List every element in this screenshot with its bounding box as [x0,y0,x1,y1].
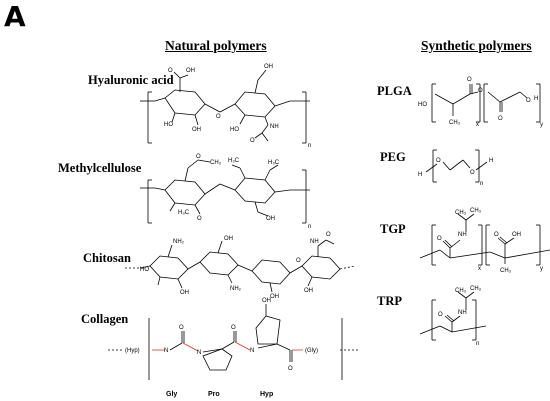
svg-text:OH: OH [192,127,201,133]
svg-text:HO: HO [164,122,173,128]
svg-text:N: N [250,348,254,354]
panel-letter: A [4,0,26,33]
svg-text:NH: NH [270,124,279,130]
svg-text:HO: HO [140,267,149,273]
svg-text:HO: HO [230,127,239,133]
svg-text:H: H [418,172,422,178]
svg-text:CH₃: CH₃ [470,208,482,214]
svg-text:NH₂: NH₂ [230,286,242,292]
peg-n-subscript: n [480,181,483,187]
svg-text:O: O [216,114,221,120]
peg-structure: H O O H n [418,149,493,187]
svg-text:O: O [179,325,184,331]
svg-text:OH: OH [512,232,521,238]
svg-text:O: O [326,232,331,238]
svg-text:O: O [498,116,503,122]
peg-label: PEG [380,150,406,164]
chitosan-structure: NH₂ HO OH OH NH₂ OH O NH O OH [125,232,356,300]
svg-text:OH: OH [304,288,313,294]
svg-text:NH: NH [458,310,467,316]
svg-text:NH: NH [310,239,319,245]
methylcellulose-label: Methylcellulose [58,161,142,175]
plga-x-subscript: x [476,122,479,128]
plga-y-subscript: y [540,122,543,128]
svg-text:OH: OH [270,294,279,300]
svg-text:O: O [196,154,201,160]
svg-text:O: O [438,312,443,318]
svg-text:O: O [436,158,441,164]
trp-label: TRP [377,294,402,308]
svg-text:H₃C: H₃C [268,160,280,166]
pro-label: Pro [208,391,220,398]
svg-text:OH: OH [224,236,233,242]
tgp-y-subscript: y [540,266,543,272]
collagen-gly-end: (Gly) [305,348,318,354]
svg-text:CH₃: CH₃ [449,120,461,126]
svg-text:CH₃: CH₃ [455,288,467,294]
collagen-structure: (Hyp) N O N O N OH O (Gly) Gly Pro Hyp [108,298,360,398]
svg-text:N: N [197,350,201,356]
svg-text:O: O [526,98,531,104]
svg-text:HO: HO [418,102,427,108]
svg-text:OH: OH [186,68,195,74]
svg-text:N: N [164,348,168,354]
svg-text:O: O [296,258,301,264]
svg-text:O: O [467,77,472,83]
svg-text:H₃C: H₃C [228,158,240,164]
svg-text:O: O [231,325,236,331]
natural-polymers-header: Natural polymers [165,38,267,53]
trp-structure: CH₃ CH₃ NH O n [419,286,487,347]
plga-label: PLGA [377,84,412,98]
methylcellulose-structure: O CH₃ H₃C O H₃C H₃C OH n [140,154,311,230]
hyaluronic-acid-structure: O OH HO OH O OH HO NH O n [140,64,311,149]
methylcellulose-n-subscript: n [308,224,311,230]
plga-structure: HO CH₃ O O O O H x y [418,77,543,128]
chitosan-label: Chitosan [83,251,131,265]
collagen-hyp-start: (Hyp) [125,348,140,354]
svg-text:O: O [478,88,483,94]
tgp-structure: CH₃ CH₃ NH O O OH CH₃ x y [419,208,550,274]
svg-text:CH₃: CH₃ [500,268,512,274]
svg-text:OH: OH [266,216,275,222]
trp-n-subscript: n [476,341,479,347]
svg-text:H₃C: H₃C [178,210,190,216]
svg-text:O: O [197,216,202,222]
synthetic-polymers-header: Synthetic polymers [421,38,532,53]
svg-text:CH₃: CH₃ [210,160,222,166]
svg-text:O: O [470,170,475,176]
svg-text:O: O [168,68,173,74]
svg-text:O: O [494,232,499,238]
svg-text:H: H [489,158,493,164]
tgp-x-subscript: x [478,266,481,272]
hyaluronic-acid-label: Hyaluronic acid [88,73,174,87]
svg-text:O: O [437,236,442,242]
hyaluronic-n-subscript: n [308,143,311,149]
svg-text:NH: NH [458,232,467,238]
svg-text:H: H [534,96,538,102]
tgp-label: TGP [380,222,406,236]
collagen-label: Collagen [81,312,129,326]
svg-text:NH₂: NH₂ [173,239,185,245]
hyp-label: Hyp [260,391,273,398]
svg-text:CH₃: CH₃ [455,210,467,216]
gly-label: Gly [166,391,177,398]
svg-text:OH: OH [264,64,273,70]
svg-text:OH: OH [180,290,189,296]
svg-text:CH₃: CH₃ [470,286,482,292]
svg-text:O: O [288,366,293,372]
svg-text:O: O [250,138,255,144]
svg-text:OH: OH [262,298,271,304]
